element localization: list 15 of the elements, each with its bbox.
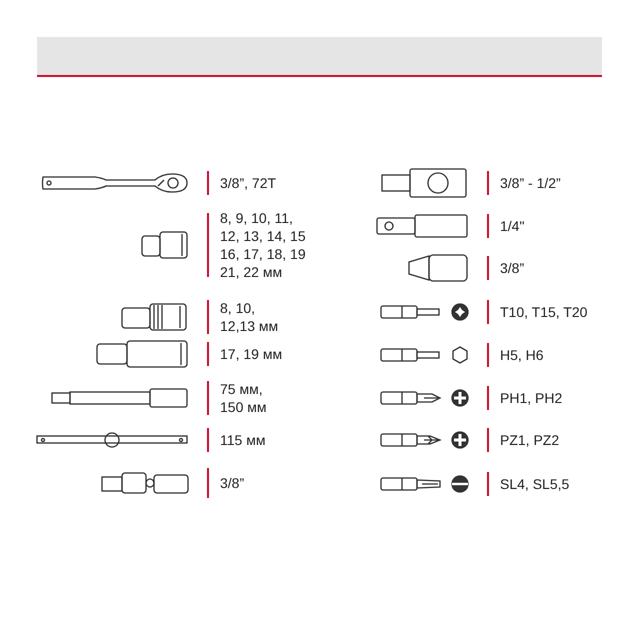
size-spec: 75 мм, 150 мм	[220, 380, 268, 416]
size-spec: 17, 19 мм	[220, 345, 284, 363]
size-spec: 3/8”	[220, 474, 246, 492]
size-spec: 8, 10, 12,13 мм	[220, 299, 280, 335]
size-spec: 3/8”	[500, 259, 526, 277]
size-spec: 8, 9, 10, 11, 12, 13, 14, 15 16, 17, 18, 19 21, 22 мм	[220, 209, 307, 281]
size-spec: 3/8” - 1/2”	[500, 174, 562, 192]
size-spec: 1/4"	[500, 217, 526, 235]
size-spec: 3/8”, 72T	[220, 174, 278, 192]
size-spec: 115 мм	[220, 431, 266, 449]
size-spec: PH1, PH2	[500, 389, 564, 407]
size-spec: T10, T15, T20	[500, 303, 588, 321]
size-spec: PZ1, PZ2	[500, 431, 560, 449]
size-spec: H5, H6	[500, 346, 545, 364]
size-spec: SL4, SL5,5	[500, 475, 570, 493]
